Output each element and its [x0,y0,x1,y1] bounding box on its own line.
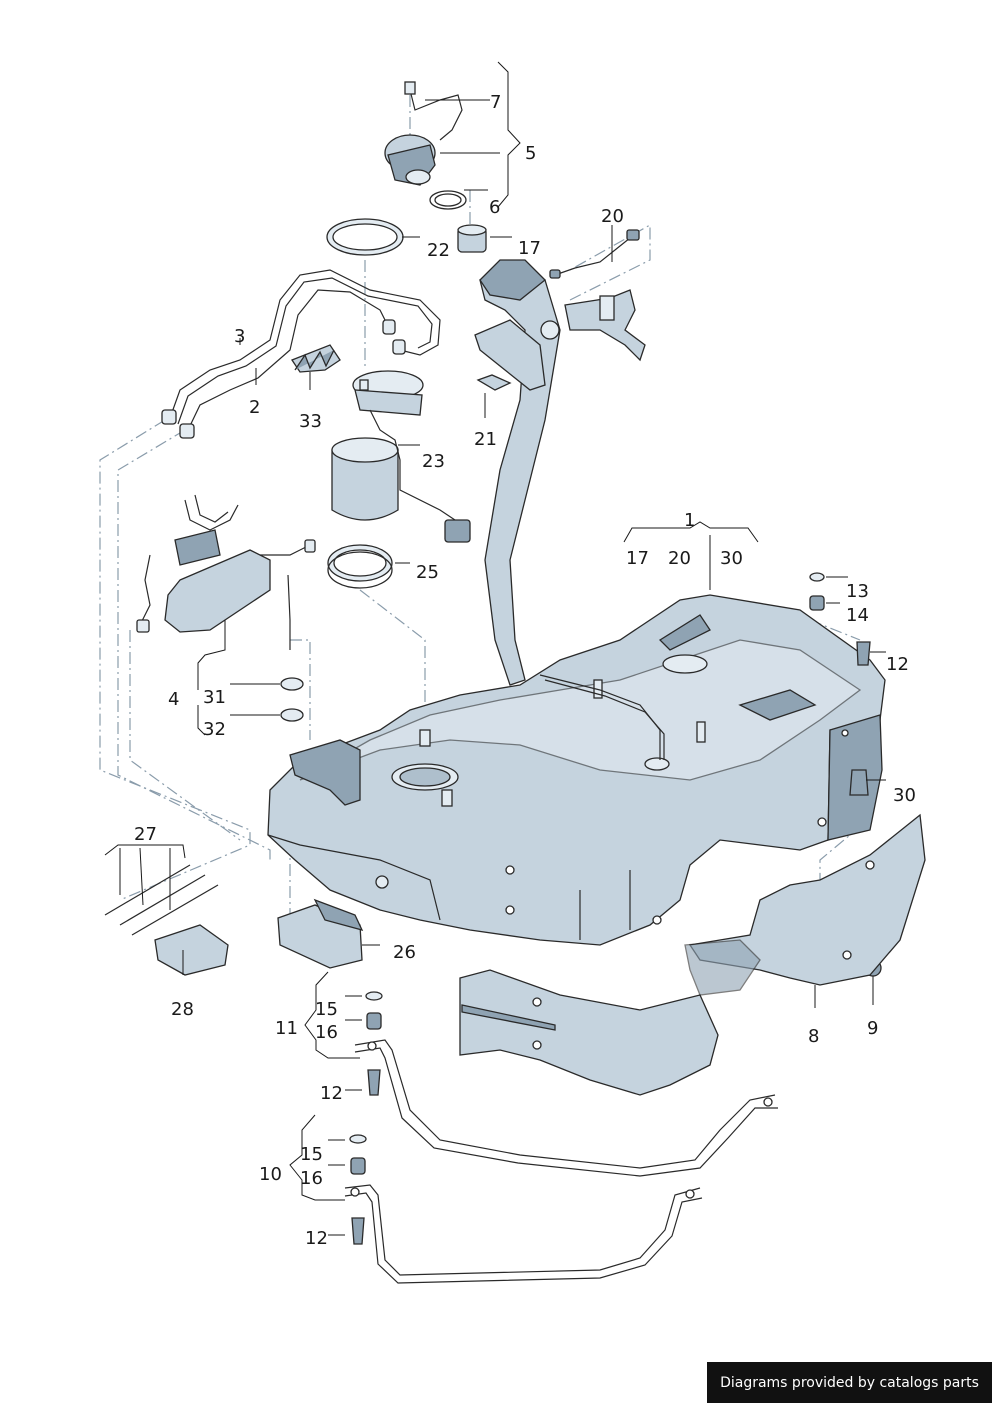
callout-10: 10 [259,1164,282,1185]
tank-straps [344,1039,778,1284]
callout-6: 6 [489,197,500,218]
evap-module-4 [136,494,316,650]
filler-neck [474,259,646,686]
callout-12-lower: 12 [305,1228,328,1249]
seal-ring-25 [327,544,393,589]
callout-labels: 7 5 6 17 22 20 3 2 33 21 23 25 1 17 20 3… [134,92,916,1249]
callout-30-right: 30 [893,785,916,806]
leader-lines [104,61,886,1236]
callout-1-17: 17 [626,548,649,569]
fasteners [349,374,882,1245]
callout-32: 32 [203,719,226,740]
fuel-cap-assembly [384,81,487,253]
clamps-31-32 [280,677,304,722]
callout-25: 25 [416,562,439,583]
callout-15-upper: 15 [315,999,338,1020]
callout-4: 4 [168,689,179,710]
callout-11: 11 [275,1018,298,1039]
connector-26 [277,898,364,969]
callout-28: 28 [171,999,194,1020]
callout-2: 2 [249,397,260,418]
callout-21: 21 [474,429,497,450]
callout-3: 3 [234,326,245,347]
callout-1-30: 30 [720,548,743,569]
lock-ring-22 [326,218,404,256]
callout-12-right: 12 [886,654,909,675]
callout-13: 13 [846,581,869,602]
callout-5: 5 [525,143,536,164]
callout-20: 20 [601,206,624,227]
callout-26: 26 [393,942,416,963]
fuel-tank [267,594,886,946]
callout-8: 8 [808,1026,819,1047]
pipes-27 [104,864,219,936]
callout-12-middle: 12 [320,1083,343,1104]
heat-shields-8 [459,813,926,1096]
cable-20 [549,229,640,279]
callout-33: 33 [299,411,322,432]
holder-28 [154,924,229,976]
callout-22: 22 [427,240,450,261]
callout-15-lower: 15 [300,1144,323,1165]
callout-17-top: 17 [518,238,541,259]
callout-9: 9 [867,1018,878,1039]
callout-7: 7 [490,92,501,113]
callout-23: 23 [422,451,445,472]
fuel-pump-23 [331,370,471,543]
fuel-lines [161,269,441,439]
callout-14: 14 [846,605,869,626]
credit-banner: Diagrams provided by catalogs parts [707,1362,992,1403]
callout-16-upper: 16 [315,1022,338,1043]
callout-31: 31 [203,687,226,708]
callout-27: 27 [134,824,157,845]
callout-16-lower: 16 [300,1168,323,1189]
callout-1-20: 20 [668,548,691,569]
callout-1: 1 [684,510,695,531]
assembly-lines [99,95,871,920]
clip-33 [291,344,341,373]
